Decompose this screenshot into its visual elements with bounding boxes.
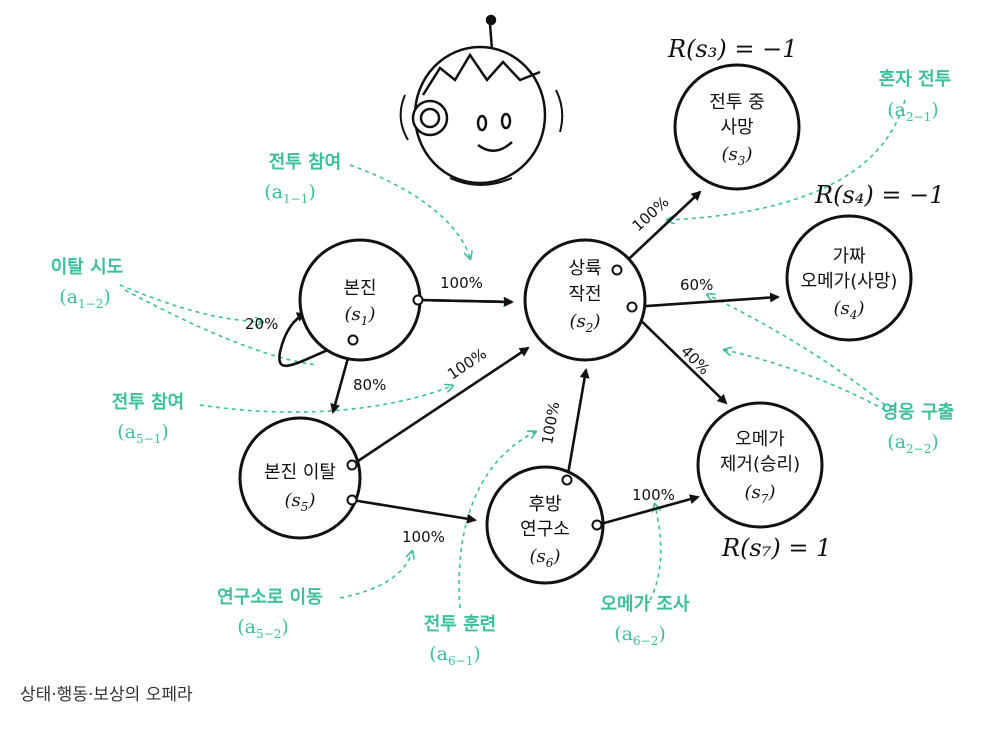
svg-text:(s7): (s7): [745, 482, 776, 506]
state-s3: 전투 중 사망 (s3): [673, 63, 801, 191]
svg-text:후방: 후방: [528, 494, 561, 515]
state-s7: 오메가 제거(승리) (s7): [696, 401, 824, 529]
state-s4: 가짜 오메가(사망) (s4): [785, 214, 913, 342]
prob-s6-s7: 100%: [632, 486, 675, 504]
svg-text:(a1−1): (a1−1): [264, 181, 316, 206]
state-label: 본진: [343, 278, 376, 299]
svg-text:전투 중: 전투 중: [709, 92, 764, 113]
state-s5: 본진 이탈 (s5): [238, 416, 362, 540]
svg-text:사망: 사망: [720, 117, 753, 138]
prob-s1-s5: 80%: [353, 376, 386, 394]
state-s1: 본진 (s1): [298, 238, 422, 362]
state-s2: 상륙 작전 (s2): [523, 238, 647, 362]
prob-s6-s2: 100%: [538, 400, 563, 445]
action-a5-2: 연구소로 이동 (a5−2): [217, 587, 323, 641]
svg-text:(a1−2): (a1−2): [59, 286, 111, 311]
reward-s7: R(s₇) = 1: [721, 534, 831, 562]
action-a6-1: 전투 훈련 (a6−1): [424, 613, 497, 668]
svg-text:(a2−2): (a2−2): [887, 431, 939, 456]
svg-text:(s6): (s6): [530, 546, 561, 570]
svg-text:이탈 시도: 이탈 시도: [51, 257, 124, 278]
svg-text:작전: 작전: [568, 284, 601, 305]
svg-text:전투 훈련: 전투 훈련: [424, 613, 497, 635]
svg-text:(a6−1): (a6−1): [429, 643, 481, 668]
action-a2-1: 혼자 전투 (a2−1): [879, 68, 952, 124]
prob-s2-s4: 60%: [680, 276, 713, 294]
svg-text:오메가 조사: 오메가 조사: [600, 594, 690, 615]
svg-text:(a2−1): (a2−1): [887, 99, 939, 124]
prob-s5-s6: 100%: [402, 528, 445, 546]
svg-text:(s2): (s2): [570, 311, 601, 335]
svg-text:제거(승리): 제거(승리): [720, 454, 800, 475]
robot-mascot-icon: [399, 14, 564, 186]
svg-text:오메가: 오메가: [735, 429, 785, 450]
svg-text:(a5−1): (a5−1): [117, 421, 169, 446]
action-links: [119, 99, 906, 609]
prob-s2-s7: 40%: [677, 342, 713, 378]
svg-text:본진 이탈: 본진 이탈: [264, 462, 336, 483]
state-s6: 후방 연구소 (s6): [485, 465, 605, 585]
svg-text:전투 참여: 전투 참여: [269, 152, 342, 173]
action-a1-1: 전투 참여 (a1−1): [264, 152, 341, 206]
svg-text:혼자 전투: 혼자 전투: [879, 68, 952, 90]
action-a2-2: 영웅 구출 (a2−2): [882, 402, 955, 456]
svg-text:상륙: 상륙: [568, 258, 601, 279]
svg-text:가짜: 가짜: [832, 246, 866, 267]
svg-text:(s1): (s1): [345, 304, 376, 328]
svg-text:연구소로 이동: 연구소로 이동: [217, 587, 323, 608]
svg-text:오메가(사망): 오메가(사망): [801, 271, 898, 292]
action-a6-2: 오메가 조사 (a6−2): [600, 594, 690, 648]
svg-text:(s4): (s4): [834, 298, 865, 322]
svg-text:(s3): (s3): [722, 144, 753, 168]
prob-s1-s2: 100%: [440, 274, 483, 292]
connector-dots: [346, 264, 638, 531]
svg-text:연구소: 연구소: [520, 519, 570, 540]
action-a5-1: 전투 참여 (a5−1): [112, 392, 185, 446]
transition-arrows: [278, 190, 780, 527]
reward-s4: R(s₄) = −1: [814, 181, 944, 209]
prob-s1-self: 20%: [245, 315, 278, 333]
svg-text:전투 참여: 전투 참여: [112, 392, 185, 413]
prob-s2-s3: 100%: [629, 193, 673, 235]
action-a1-2: 이탈 시도 (a1−2): [51, 257, 124, 311]
svg-text:(a5−2): (a5−2): [237, 616, 289, 641]
figure-caption: 상태·행동·보상의 오페라: [20, 685, 193, 705]
svg-text:영웅 구출: 영웅 구출: [882, 402, 955, 423]
svg-text:(s5): (s5): [285, 490, 316, 514]
reward-s3: R(s₃) = −1: [667, 35, 797, 63]
svg-text:(a6−2): (a6−2): [614, 623, 666, 648]
